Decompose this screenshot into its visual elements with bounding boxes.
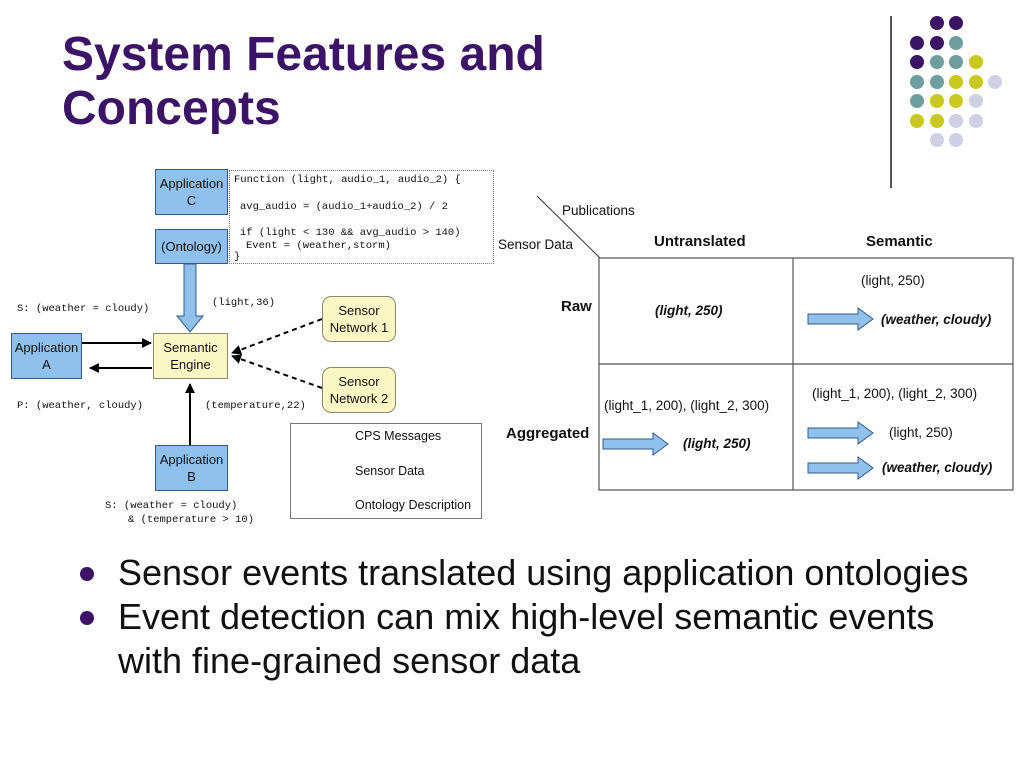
decorative-dot [929,55,944,69]
agg-semantic-arrow-2 [807,456,874,480]
semantic-engine-label-2: Engine [170,357,211,372]
decorative-dot [910,94,924,108]
title-line-2: Concepts [62,82,281,135]
decorative-dot [910,55,924,69]
cell-raw-semantic-input: (light, 250) [861,273,925,288]
column-header-semantic: Semantic [866,233,933,250]
subscription-a-label: S: (weather = cloudy) [17,303,150,315]
title-line-1: System Features and [62,28,545,81]
ontology-label: (Ontology) [161,239,222,254]
decorative-dot [949,35,963,50]
sensor-network-2-label: Sensor [338,374,380,389]
agg-semantic-arrow-1 [807,421,874,445]
function-code-box: Function (light, audio_1, audio_2) { avg… [229,170,494,264]
cell-agg-semantic-mid: (light, 250) [889,425,953,440]
application-c-letter: C [186,193,197,208]
code-line: avg_audio = (audio_1+audio_2) / 2 [240,201,448,213]
application-b-label: Application [159,452,224,467]
code-line: Function (light, audio_1, audio_2) { [234,174,461,186]
decorative-dot [968,74,983,89]
row-header-raw: Raw [561,298,592,315]
subscription-b-line-2: & (temperature > 10) [128,514,255,526]
decorative-dot [949,94,963,108]
code-line: if (light < 130 && avg_audio > 140) [240,227,461,239]
ontology-arrow [175,263,205,333]
publication-a-label: P: (weather, cloudy) [17,400,144,412]
ontology-box: (Ontology) [155,229,228,264]
application-b-letter: B [187,469,196,484]
decorative-dot [929,16,944,30]
bullet-text: Event detection can mix high-level seman… [118,596,935,681]
sensor-network-1-label: Sensor [338,303,380,318]
bullet-dot-icon [80,611,94,625]
code-line: Event = (weather,storm) [246,240,391,252]
decorative-dot [968,55,983,69]
application-a-label: Application [14,340,79,355]
decorative-dot [929,113,944,128]
decorative-dot [929,35,944,50]
decorative-divider [890,16,892,188]
temperature-reading-label: (temperature,22) [205,400,306,412]
sensor-network-2-name: Network 2 [329,391,389,406]
decorative-dot [949,133,963,147]
decorative-dot [929,133,944,147]
decorative-dot [929,94,944,108]
decorative-dot [910,35,924,50]
column-header-untranslated: Untranslated [654,233,746,250]
bullet-dot-icon [80,567,94,581]
decorative-dot [949,113,963,128]
code-line: } [234,251,241,263]
cell-agg-semantic-input: (light_1, 200), (light_2, 300) [812,386,978,401]
application-a-letter: A [42,357,51,372]
sensor-arrow-net2 [231,354,323,389]
bullet-text: Sensor events translated using applicati… [118,552,969,593]
decorative-dot [949,55,963,69]
bullet-item: Sensor events translated using applicati… [80,551,1000,595]
decorative-dot [949,16,963,30]
decorative-dot [988,74,1002,89]
cell-agg-untranslated-input: (light_1, 200), (light_2, 300) [604,398,770,413]
light-reading-label: (light,36) [212,297,276,309]
raw-semantic-arrow [807,307,874,331]
legend-ontology-description: Ontology Description [355,498,472,512]
cell-raw-semantic-output: (weather, cloudy) [881,312,992,327]
decorative-dot [968,113,983,128]
decorative-dot [910,113,924,128]
table-corner-publications: Publications [562,203,635,218]
cell-raw-untranslated: (light, 250) [655,303,723,318]
decorative-dot [929,74,944,89]
sensor-arrow-net1 [231,318,323,355]
decorative-dot [949,74,963,89]
legend-sensor-data: Sensor Data [355,464,425,478]
decorative-dot [910,74,924,89]
slide-title: System Features and Concepts [62,28,545,136]
bullet-item: Event detection can mix high-level seman… [80,595,1000,683]
cell-agg-semantic-output: (weather, cloudy) [882,460,993,475]
diagram-legend: CPS Messages Sensor Data Ontology Descri… [290,423,482,519]
row-header-aggregated: Aggregated [506,425,590,442]
decorative-dot [968,94,983,108]
cell-agg-untranslated-output: (light, 250) [683,436,751,451]
semantic-engine-label: Semantic [163,340,218,355]
agg-untranslated-arrow [602,432,669,456]
table-corner-sensor-data: Sensor Data [498,237,574,252]
subscription-b-line-1: S: (weather = cloudy) [105,500,238,512]
sensor-network-1-name: Network 1 [329,320,389,335]
application-c-label: Application [159,176,224,191]
legend-cps-messages: CPS Messages [355,429,442,443]
bullet-list: Sensor events translated using applicati… [80,551,1000,683]
